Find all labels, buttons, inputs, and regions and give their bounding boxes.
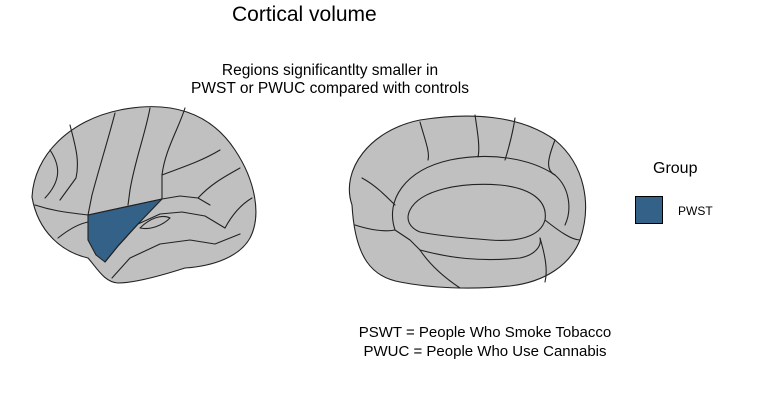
footnote-line-2: PWUC = People Who Use Cannabis: [363, 343, 607, 360]
figure-subtitle: Regions significantlty smaller in PWST o…: [160, 62, 500, 98]
fusiform-boundary: [419, 249, 461, 289]
footnote-line-1: PSWT = People Who Smoke Tobacco: [358, 324, 612, 341]
legend-title: Group: [653, 160, 698, 177]
frontal-boundary-2: [44, 149, 59, 199]
parietal-boundary-2: [197, 167, 241, 199]
parietal-boundary-1: [161, 149, 221, 176]
figure-title: Cortical volume: [232, 3, 377, 26]
parieto-occipital-sulcus: [548, 139, 556, 176]
medial-orbital-boundary: [354, 224, 421, 251]
footnote: PSWT = People Who Smoke Tobacco PWUC = P…: [330, 323, 640, 361]
callosal-region: [407, 183, 546, 241]
legend-swatch-pwst: [635, 196, 663, 224]
parahippocampal-boundary: [419, 237, 541, 261]
frontal-pole-boundary: [361, 177, 396, 206]
frontal-boundary-1: [59, 124, 79, 201]
temporal-boundary: [104, 211, 226, 263]
medial-cortex-outline: [348, 115, 587, 289]
occipital-boundary: [224, 197, 253, 229]
insula-inner: [139, 215, 171, 230]
central-sulcus: [127, 107, 151, 206]
medial-brain-view: [348, 114, 587, 289]
precentral-sulcus: [87, 112, 116, 216]
paracentral-boundary: [474, 114, 480, 158]
legend-label-pwst: PWST: [678, 204, 713, 218]
frontal-boundary-3: [34, 204, 89, 216]
subtitle-line-2: PWST or PWUC compared with controls: [191, 80, 469, 97]
calcarine-boundary: [544, 219, 581, 241]
lateral-brain-view: [31, 106, 257, 284]
inferior-temporal-boundary: [111, 233, 241, 279]
cingulate-boundary: [391, 155, 570, 231]
subtitle-line-1: Regions significantlty smaller in: [221, 62, 439, 79]
lateral-sulcus-boundary: [87, 195, 211, 216]
precuneus-boundary: [504, 117, 516, 161]
orbital-boundary: [57, 221, 89, 239]
lingual-boundary: [539, 237, 547, 283]
medial-frontal-boundary: [419, 121, 429, 161]
